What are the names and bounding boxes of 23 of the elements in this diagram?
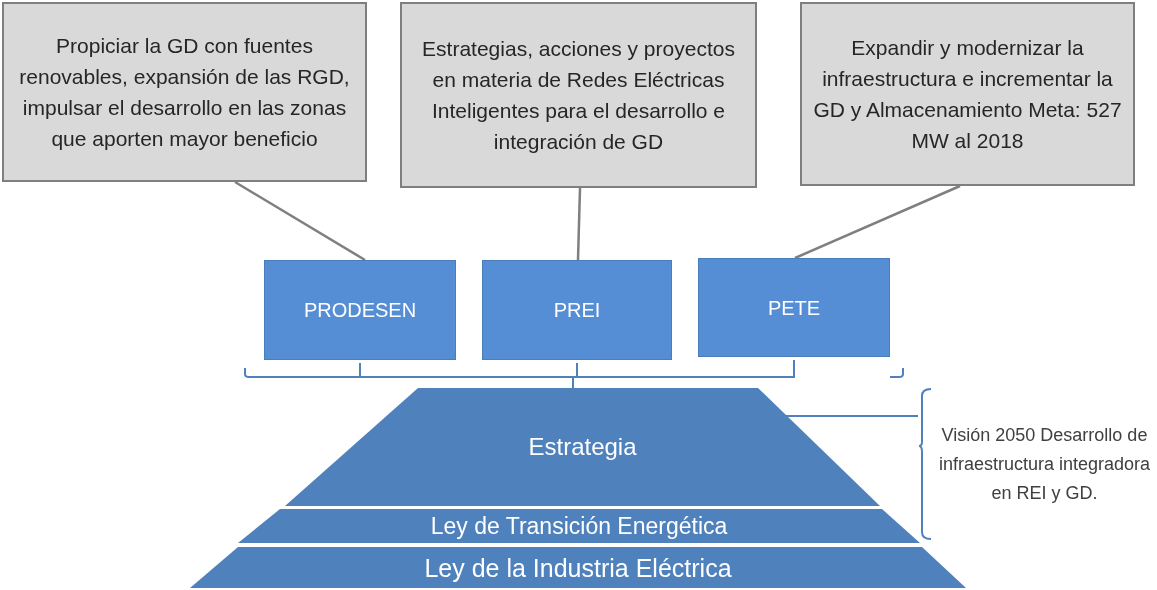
connector-line xyxy=(794,184,961,260)
text-box xyxy=(400,2,757,188)
text-box xyxy=(800,2,1135,186)
connector-line xyxy=(234,180,366,262)
box-text: Expandir y modernizar la infraestructura e incrementar la GD y Almacenamiento Meta: 527 MW al 2018 xyxy=(812,35,1123,154)
program-label: PETE xyxy=(767,295,821,321)
pyramid-level xyxy=(190,547,966,588)
box-text: Estrategias, acciones y proyectos en materia de Redes Eléctricas Inteligentes para el desarrollo e integración de GD xyxy=(421,36,736,155)
level-label: Ley de Transición Energética xyxy=(430,513,728,539)
pyramid-level xyxy=(285,388,880,506)
level-label: Ley de la Industria Eléctrica xyxy=(424,552,732,583)
vision-text: Visión 2050 Desarrollo de infraestructura integradora en REI y GD. xyxy=(937,423,1152,505)
text-box xyxy=(2,2,367,182)
program-label: PRODESEN xyxy=(303,298,417,323)
connector-line xyxy=(572,359,795,389)
program-box xyxy=(482,260,672,360)
program-label: PREI xyxy=(553,298,601,323)
box-text: Propiciar la GD con fuentes renovables, expansión de las RGD, impulsar el desarrollo en las zonas que aporten mayor beneficio xyxy=(18,33,351,152)
level-label: Estrategia xyxy=(528,432,637,462)
connector-line xyxy=(576,187,582,261)
program-box xyxy=(264,260,456,360)
program-box xyxy=(698,258,890,357)
pyramid-level xyxy=(238,509,920,543)
